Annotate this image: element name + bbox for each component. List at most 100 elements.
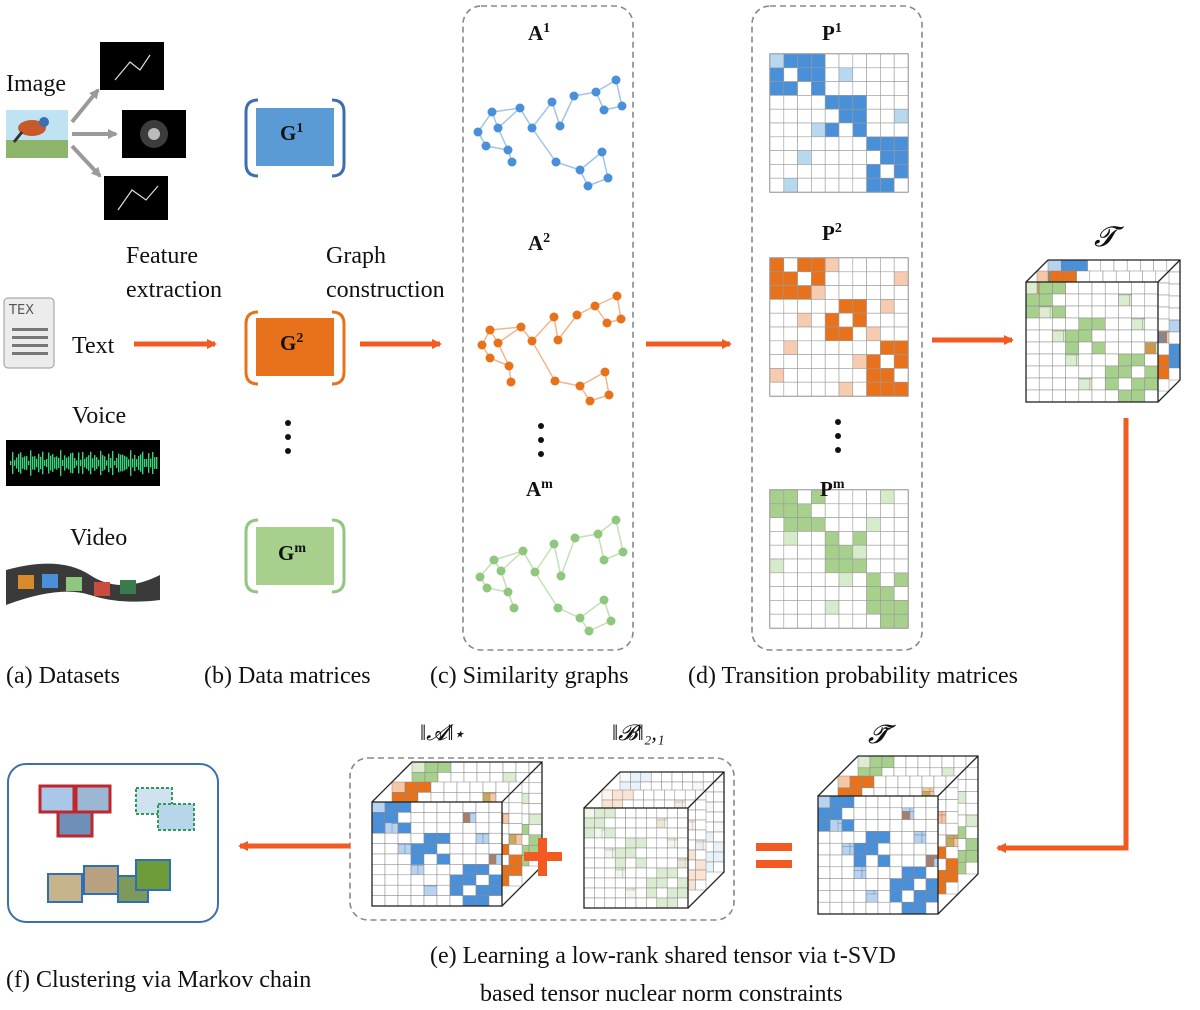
tensor-cell [1089,270,1104,284]
caption-f: (f) Clustering via Markov chain [6,967,312,993]
tensor-cell [677,817,689,829]
tensor-cell [1131,341,1146,355]
tensor-cell [1025,365,1040,379]
tensor-cell [371,895,386,907]
tensor-cell [508,823,523,835]
tensor-cell [817,901,831,915]
matrix-cell [893,517,909,532]
tensor-cell [1104,341,1119,355]
tensor-cell [476,772,491,784]
tensor-cell [436,884,451,896]
tensor-cell [695,839,707,851]
matrix-cell [838,326,854,342]
tensor-cell [913,854,927,868]
tensor-cell [1104,305,1119,319]
caption-d: (d) Transition probability matrices [688,663,1018,689]
tensor-cell [384,801,399,813]
matrix-cell [866,489,881,505]
matrix-cell [852,613,867,629]
tensor-cell [877,795,891,809]
tensor-cell [1038,281,1053,295]
graph-node [481,141,491,151]
tensor-cell [925,795,939,809]
tensor-cell [656,857,668,869]
tensor-cell [410,832,425,844]
tensor-cell [901,831,915,844]
tensor-cell [702,771,714,783]
graph-edge [497,326,522,344]
matrix-cell [824,600,840,615]
wave-bar [16,457,18,469]
graph-node [553,335,563,345]
tensor-cell [1052,377,1066,391]
matrix-cell [783,136,798,151]
tensor-cell [1047,259,1062,273]
tensor-cell [1104,317,1119,331]
matrix-cell [893,531,909,546]
tensor-cell [945,846,959,859]
tensor-cell [713,791,725,803]
tensor-cell [604,897,616,909]
matrix-cell [769,299,785,314]
tensor-cell [1144,281,1159,295]
tensor-cell [817,854,831,868]
tensor-cell [713,811,725,823]
matrix-cell [893,150,909,165]
matrix-cell [893,108,909,124]
tensor-cell [1126,259,1141,273]
graph-node [618,547,628,557]
tensor-cell [371,853,386,865]
matrix-cell [893,257,909,273]
matrix-cell [783,122,798,138]
tensor-cell [666,817,678,829]
tensor-cell [889,901,903,915]
wave-bar [92,458,94,468]
matrix-cell [852,257,867,273]
matrix-cell [769,517,785,532]
tensor-cell [1065,377,1080,391]
tensor-cell [1038,317,1053,331]
matrix-cell [769,558,785,574]
matrix-cell [811,108,826,124]
tensor-cell [449,895,464,907]
matrix-cell [811,381,826,397]
tensor-t-tilde-label: 𝓣̃ [868,720,888,749]
tensor-cell [1091,305,1106,319]
matrix-cell [893,81,909,96]
matrix-cell [893,354,909,369]
matrix-cell [866,164,881,179]
wave-bar [86,457,88,469]
matrix-cell [811,340,826,355]
matrix-cell [783,531,798,546]
matrix-cell [866,503,881,518]
tensor-cell [713,841,725,853]
tensor-cell [1104,353,1119,367]
tensor-cell [677,857,689,869]
tensor-cell [841,807,855,820]
matrix-cell [824,586,840,601]
matrix-cell [893,613,909,629]
tensor-cell [646,897,658,909]
tensor-cell [411,772,426,784]
matrix-cell [866,108,881,124]
matrix-cell [824,381,840,397]
matrix-cell [769,312,785,328]
tensor-cell [877,831,891,844]
matrix-cell [893,572,909,587]
tensor-cell [449,812,464,824]
matrix-cell [880,271,895,286]
tensor-cell [619,771,631,783]
matrix-cell [880,586,895,601]
tensor-cell [889,831,903,844]
matrix-cell [866,136,881,151]
tensor-cell [925,842,939,856]
tensor-cell [901,854,915,868]
tensor-cell [1144,365,1159,379]
tensor-cell [865,878,879,891]
tensor-cell [423,864,438,876]
matrix-cell [769,150,785,165]
tensor-cell [583,807,595,819]
tensor-cell [841,878,855,891]
tensor-cell [1131,293,1146,307]
matrix-cell [783,558,798,574]
